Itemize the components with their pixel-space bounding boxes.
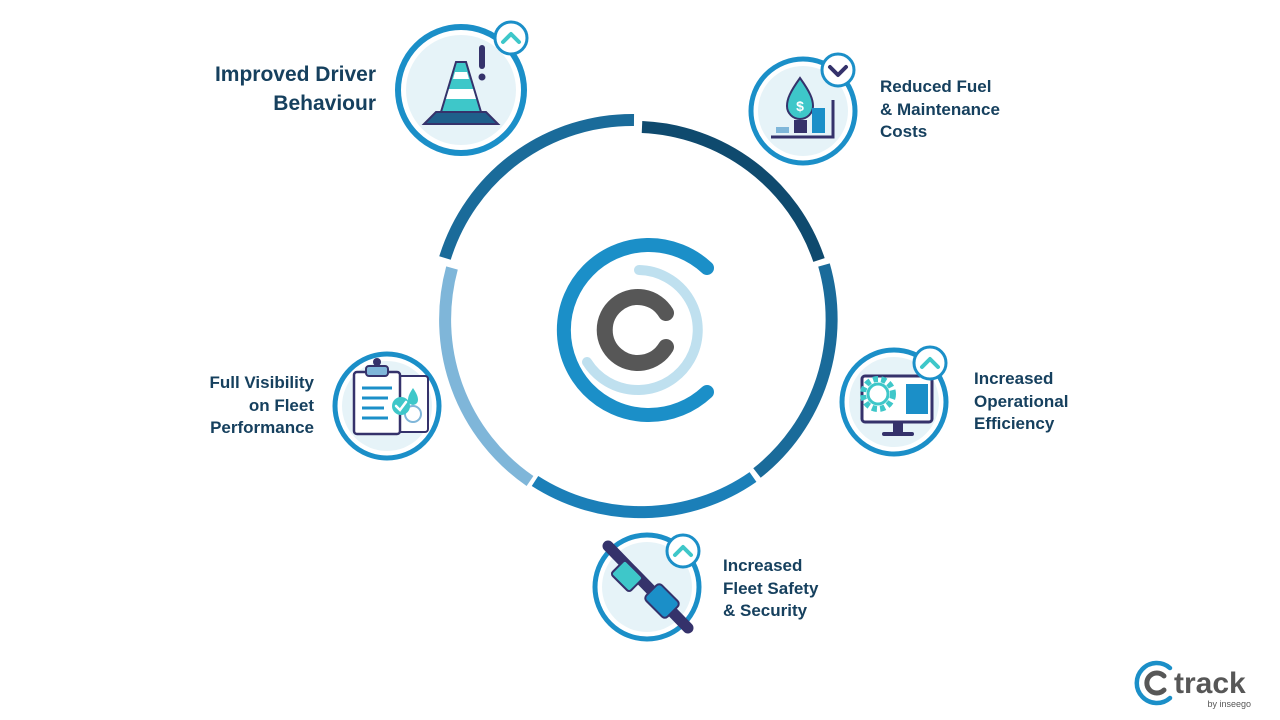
gear-monitor-icon — [860, 374, 934, 436]
center-logo — [556, 238, 714, 422]
ring-segment-top-left — [439, 113, 635, 260]
traffic-cone-icon — [421, 45, 501, 125]
label-line: Increased — [723, 556, 803, 575]
label-line: & Security — [723, 601, 808, 620]
center-logo-outer-arc — [556, 238, 714, 422]
logo-c-inner — [1144, 670, 1167, 696]
icon-frame-ring — [748, 56, 858, 166]
label-line: Fleet Safety — [723, 578, 819, 598]
fuel-cost-chart-icon: $ — [771, 76, 835, 139]
center-logo-inner-arc — [582, 265, 703, 395]
logo-byline: by inseego — [1207, 699, 1251, 709]
benefit-efficiency-label: Increased Operational Efficiency — [974, 368, 1174, 436]
icon-frame-ring — [395, 24, 527, 156]
label-line: Efficiency — [974, 414, 1055, 433]
benefit-driver — [395, 20, 529, 156]
ring-segment-top-right — [641, 121, 825, 262]
icon-frame-ring — [332, 351, 442, 461]
trend-up-badge — [493, 20, 529, 56]
benefit-efficiency — [839, 345, 949, 457]
label-line: & Maintenance — [880, 99, 1000, 119]
label-line: Reduced Fuel — [880, 77, 992, 96]
center-logo-c-letter — [596, 289, 674, 371]
benefit-fuel: $ — [748, 52, 858, 166]
benefit-visibility — [332, 351, 442, 461]
svg-text:$: $ — [796, 98, 804, 114]
label-line: on Fleet — [248, 395, 314, 415]
clipboard-report-icon — [352, 358, 429, 436]
logo-wordmark: track — [1174, 667, 1246, 700]
label-line: Behaviour — [273, 92, 376, 115]
benefit-safety-label: Increased Fleet Safety & Security — [723, 555, 923, 623]
label-line: Full Visibility — [209, 373, 314, 392]
icon-frame-ring — [592, 532, 702, 642]
label-line: Increased — [974, 369, 1054, 388]
benefit-driver-label: Improved Driver Behaviour — [150, 60, 376, 118]
ctrack-logo: track by inseego — [1134, 660, 1251, 709]
ring-segment-right — [753, 263, 838, 478]
label-line: Improved Driver — [214, 63, 376, 86]
benefit-visibility-label: Full Visibility on Fleet Performance — [114, 372, 314, 440]
label-line: Performance — [210, 418, 314, 437]
benefit-safety — [592, 532, 702, 642]
trend-up-badge — [912, 345, 948, 381]
seatbelt-icon — [602, 540, 694, 634]
trend-up-badge — [665, 533, 701, 569]
benefit-fuel-label: Reduced Fuel & Maintenance Costs — [880, 76, 1080, 144]
ring-segment-left — [439, 266, 534, 486]
outer-ring — [439, 113, 838, 519]
icon-frame-ring — [839, 347, 949, 457]
label-line: Costs — [880, 122, 928, 141]
logo-c-mark — [1134, 660, 1173, 706]
ring-segment-bottom — [531, 472, 757, 519]
trend-down-badge — [820, 52, 856, 88]
label-line: Operational — [974, 391, 1069, 411]
